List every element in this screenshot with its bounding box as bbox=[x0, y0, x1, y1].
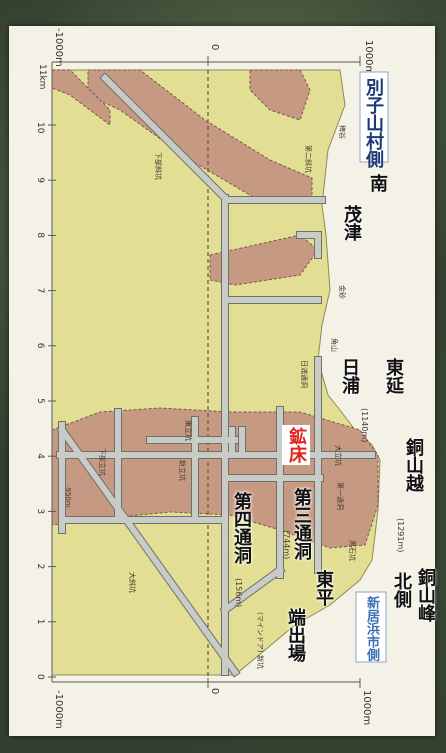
label-shinko: 新坑 bbox=[256, 655, 265, 669]
label-dai4: 第四通洞 bbox=[231, 492, 252, 564]
label-koufuku: 鉱床 bbox=[282, 425, 310, 465]
small-labels: 稗谷 第二斜坑 金砂 角山 日浦通洞 下部斜坑 東立坑 第一通洞 新立坑 大立坑… bbox=[64, 125, 405, 669]
label-higashien-elev: (1140m) bbox=[360, 408, 369, 442]
bottom-top-elevation-label: 1000m bbox=[361, 690, 372, 725]
km-tick-label: 8 bbox=[35, 232, 45, 238]
label-nichiyu: 日浦 bbox=[339, 358, 360, 394]
shaft-diagonal-upper bbox=[100, 73, 230, 203]
label-douzan-goe: 銅山越 bbox=[403, 438, 424, 492]
shafts bbox=[56, 72, 376, 678]
km-tick-label: 7 bbox=[35, 288, 45, 294]
bottom-zero-label: 0 bbox=[209, 688, 220, 694]
besshi-box bbox=[359, 71, 389, 163]
label-tairitsu: 大立坑 bbox=[334, 445, 343, 466]
top-left-elevation-label: -1000m bbox=[53, 28, 64, 67]
label-touhei: 東平 bbox=[313, 570, 334, 606]
ore-band-upper-2 bbox=[249, 69, 311, 121]
label-nichiyu-tsudo: 日浦通洞 bbox=[300, 360, 309, 388]
km-tick-label: 2 bbox=[35, 564, 45, 570]
label-higashien: 東延 bbox=[383, 358, 404, 394]
label-besshi: 別子山村側 bbox=[363, 78, 384, 168]
label-shinritsu: 新立坑 bbox=[178, 460, 187, 481]
label-higashi-shako: 東立坑 bbox=[184, 420, 193, 441]
km-tick-label: 4 bbox=[35, 453, 45, 459]
label-douzanmine: 銅山峰 bbox=[415, 568, 436, 622]
niihama-box bbox=[355, 591, 387, 663]
ore-band-upper-left bbox=[51, 69, 111, 126]
label-shigechi: 茂津 bbox=[341, 205, 362, 241]
label-dou-goe-elev: (1291m) bbox=[396, 518, 405, 552]
label-kakuyama: 角山 bbox=[330, 338, 339, 352]
shaft-kink bbox=[297, 232, 321, 258]
label-kanzan: 金砂 bbox=[338, 285, 347, 299]
label-niihama: 新居浜市側 bbox=[364, 596, 379, 661]
shaft-lower-diagonal bbox=[57, 425, 240, 677]
label-hashide: 端出場 bbox=[285, 608, 306, 662]
top-elevation-label: 1000m bbox=[363, 40, 374, 75]
label-dai4-elev: (156m) bbox=[234, 578, 243, 607]
km-tick-label: 1 bbox=[35, 619, 45, 625]
label-dai2-shako: 第二斜坑 bbox=[304, 145, 313, 173]
label-dai3-elev: (744m) bbox=[282, 530, 291, 559]
label-shimobu-ritsu: 下部立坑 bbox=[98, 448, 107, 476]
km-tick-label: 10 bbox=[35, 122, 45, 134]
axis-frame bbox=[51, 56, 361, 688]
label-tetsudo: (マインドア) bbox=[256, 612, 264, 653]
label-minus-950: -950m bbox=[64, 485, 72, 508]
label-dai3: 第三通洞 bbox=[291, 488, 312, 560]
label-kitagawa: 北側 bbox=[391, 572, 412, 608]
ore-bands bbox=[51, 69, 379, 549]
label-kuro-ishi: 黒石坑 bbox=[348, 540, 357, 561]
top-zero-label: 0 bbox=[209, 44, 220, 50]
km-tick-label: 5 bbox=[35, 398, 45, 404]
km-tick-label: 9 bbox=[35, 177, 45, 183]
bottom-elevation-label: -1000m bbox=[53, 690, 64, 729]
label-shimobu-shako: 下部斜坑 bbox=[154, 152, 163, 180]
label-daiichi: 第一通洞 bbox=[336, 482, 345, 510]
km-tick-label: 3 bbox=[35, 508, 45, 514]
shaft-hashide-link bbox=[220, 565, 285, 615]
label-dai-shako: 大斜坑 bbox=[128, 572, 137, 593]
km-top-label: 11km bbox=[37, 64, 47, 89]
km-tick-label: 6 bbox=[35, 343, 45, 349]
km-tick-label: 0 bbox=[35, 674, 45, 680]
label-kuroishi: 稗谷 bbox=[338, 125, 347, 139]
label-minami: 南 bbox=[367, 174, 388, 192]
